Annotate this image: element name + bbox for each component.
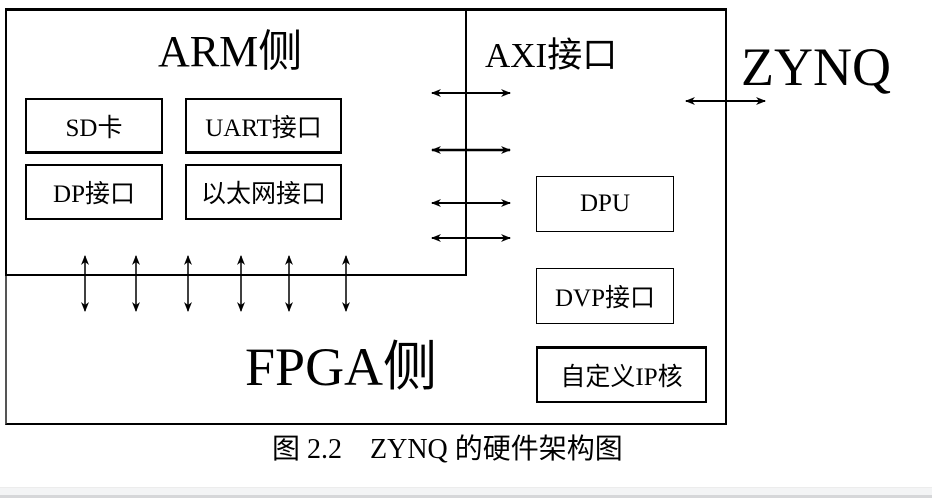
ethernet-interface-module: 以太网接口 [185, 164, 342, 220]
custom-ip-core-module: 自定义IP核 [536, 346, 707, 403]
dvp-interface-module: DVP接口 [536, 268, 674, 324]
dpu-label: DPU [579, 190, 630, 217]
sd-card-module: SD卡 [25, 98, 163, 154]
zynq-title: ZYNQ [741, 37, 891, 97]
bottom-scroll-strip [0, 487, 932, 498]
dp-interface-label: DP接口 [53, 181, 135, 208]
axi-interface-label: AXI接口 [485, 36, 618, 75]
ethernet-interface-label: 以太网接口 [200, 181, 326, 208]
arm-side-title: ARM侧 [158, 27, 303, 76]
fpga-side-title: FPGA侧 [245, 337, 438, 397]
dpu-module: DPU [536, 176, 674, 232]
uart-interface-label: UART接口 [205, 114, 322, 142]
custom-ip-core-label: 自定义IP核 [560, 364, 683, 391]
dp-interface-module: DP接口 [25, 164, 163, 220]
sd-card-label: SD卡 [65, 114, 123, 142]
figure-caption: 图 2.2 ZYNQ 的硬件架构图 [272, 434, 623, 465]
uart-interface-module: UART接口 [185, 98, 342, 154]
dvp-interface-label: DVP接口 [554, 285, 655, 312]
arm-side-box [5, 8, 467, 276]
